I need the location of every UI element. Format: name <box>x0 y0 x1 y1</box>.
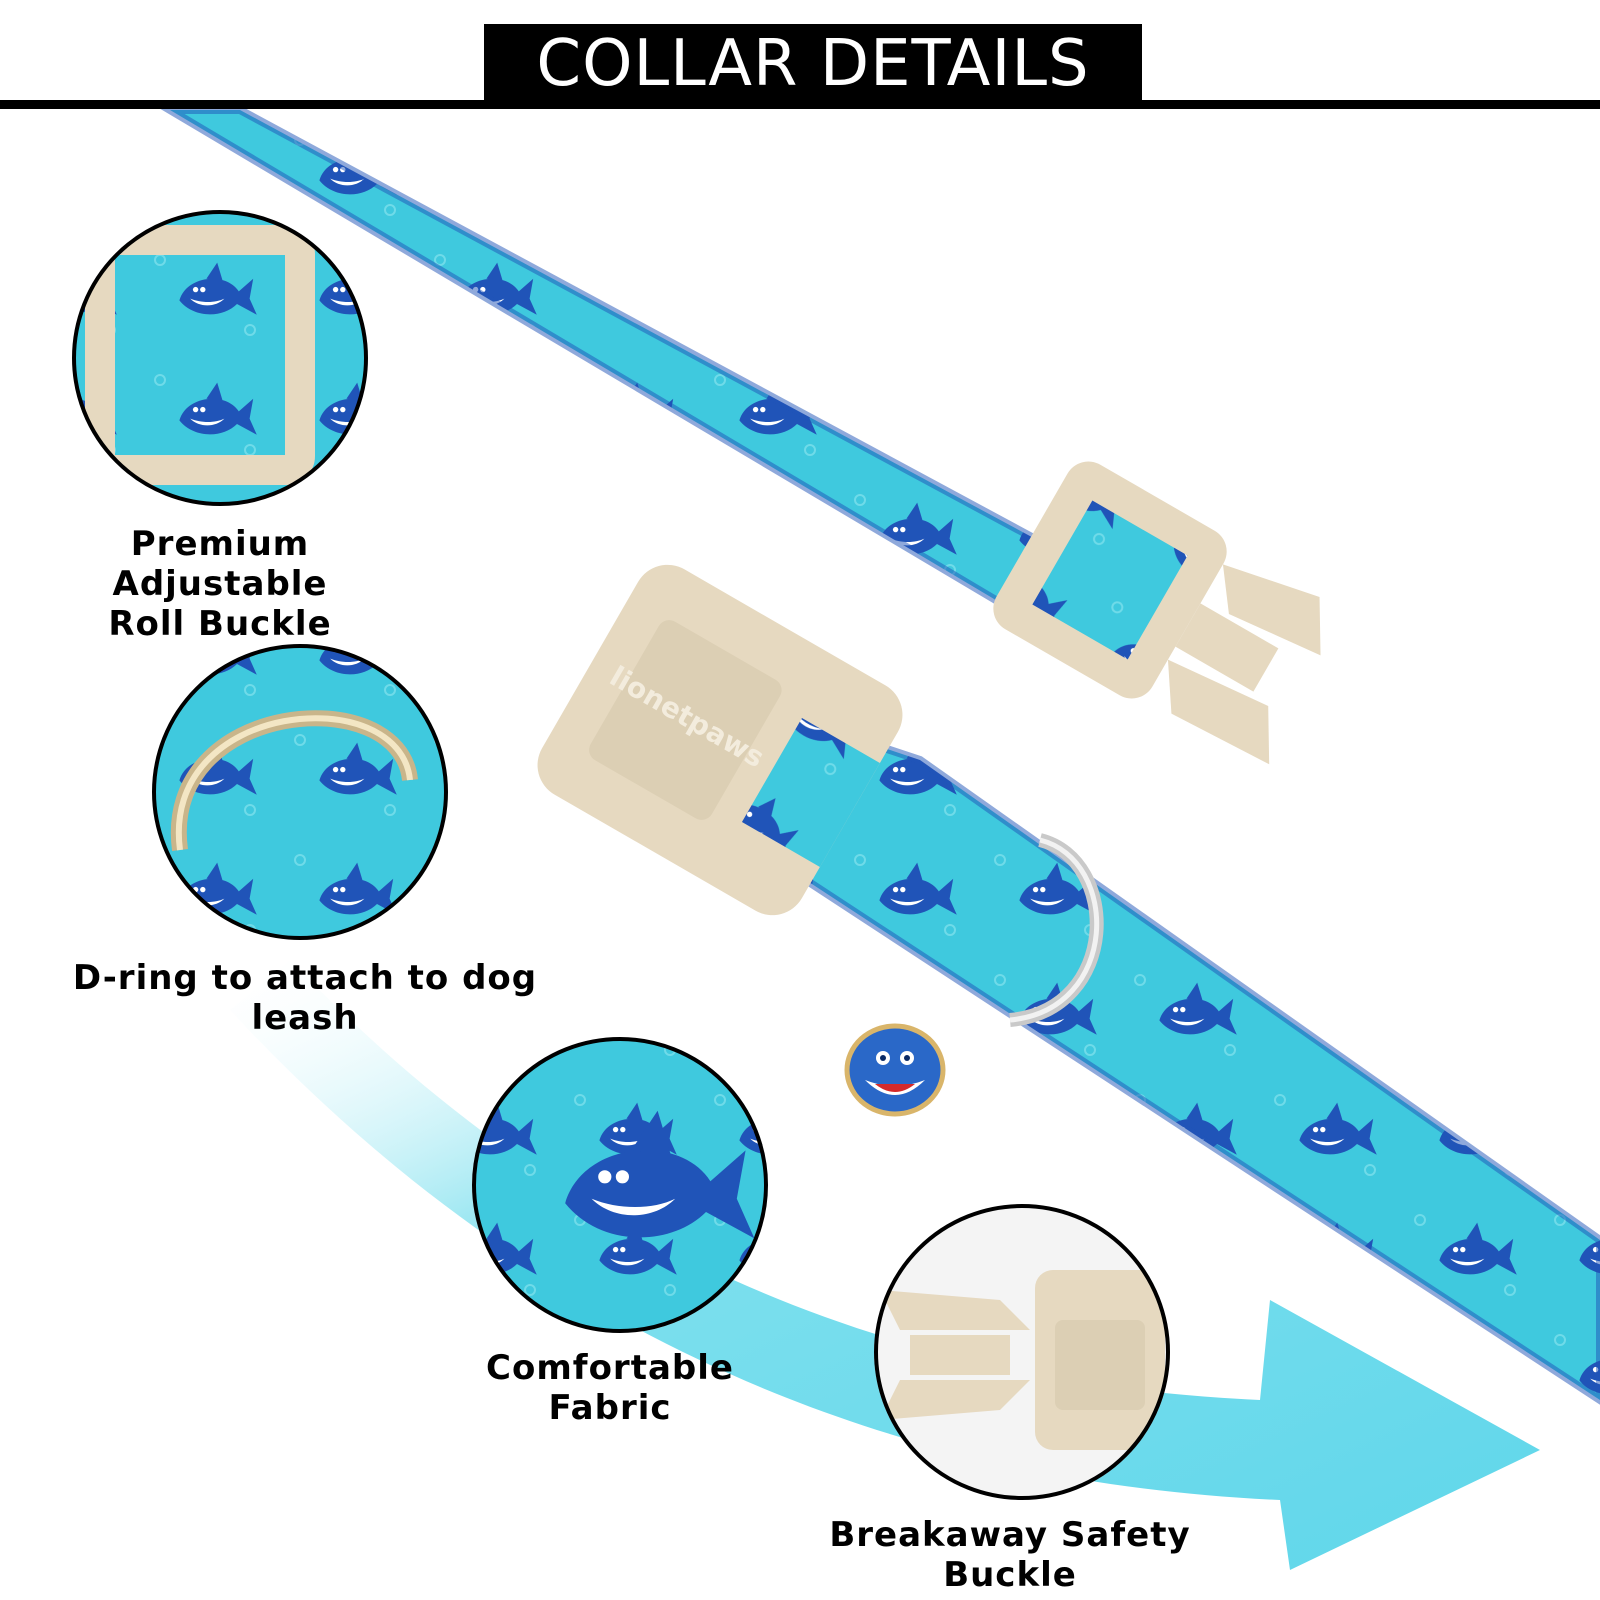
buckle-female: lionetpaws <box>537 564 903 916</box>
caption-roll-buckle-line1: Premium Adjustable <box>112 524 328 604</box>
detail-fabric <box>472 1037 768 1333</box>
caption-roll-buckle: Premium Adjustable Roll Buckle <box>30 524 410 644</box>
caption-d-ring: D-ring to attach to dog leash <box>72 958 538 1038</box>
caption-fabric: Comfortable Fabric <box>486 1348 734 1428</box>
d-ring-icon <box>1009 833 1104 1027</box>
caption-breakaway-buckle: Breakaway Safety Buckle <box>829 1515 1191 1595</box>
caption-roll-buckle-line2: Roll Buckle <box>108 604 332 644</box>
buckle-male <box>993 461 1321 765</box>
shark-charm-icon <box>844 1023 946 1117</box>
arrow-icon <box>230 960 1540 1570</box>
detail-breakaway-buckle <box>874 1204 1170 1500</box>
detail-d-ring <box>152 644 448 940</box>
header-rule <box>0 100 1600 109</box>
page-title: COLLAR DETAILS <box>484 24 1142 104</box>
detail-roll-buckle <box>72 210 368 506</box>
